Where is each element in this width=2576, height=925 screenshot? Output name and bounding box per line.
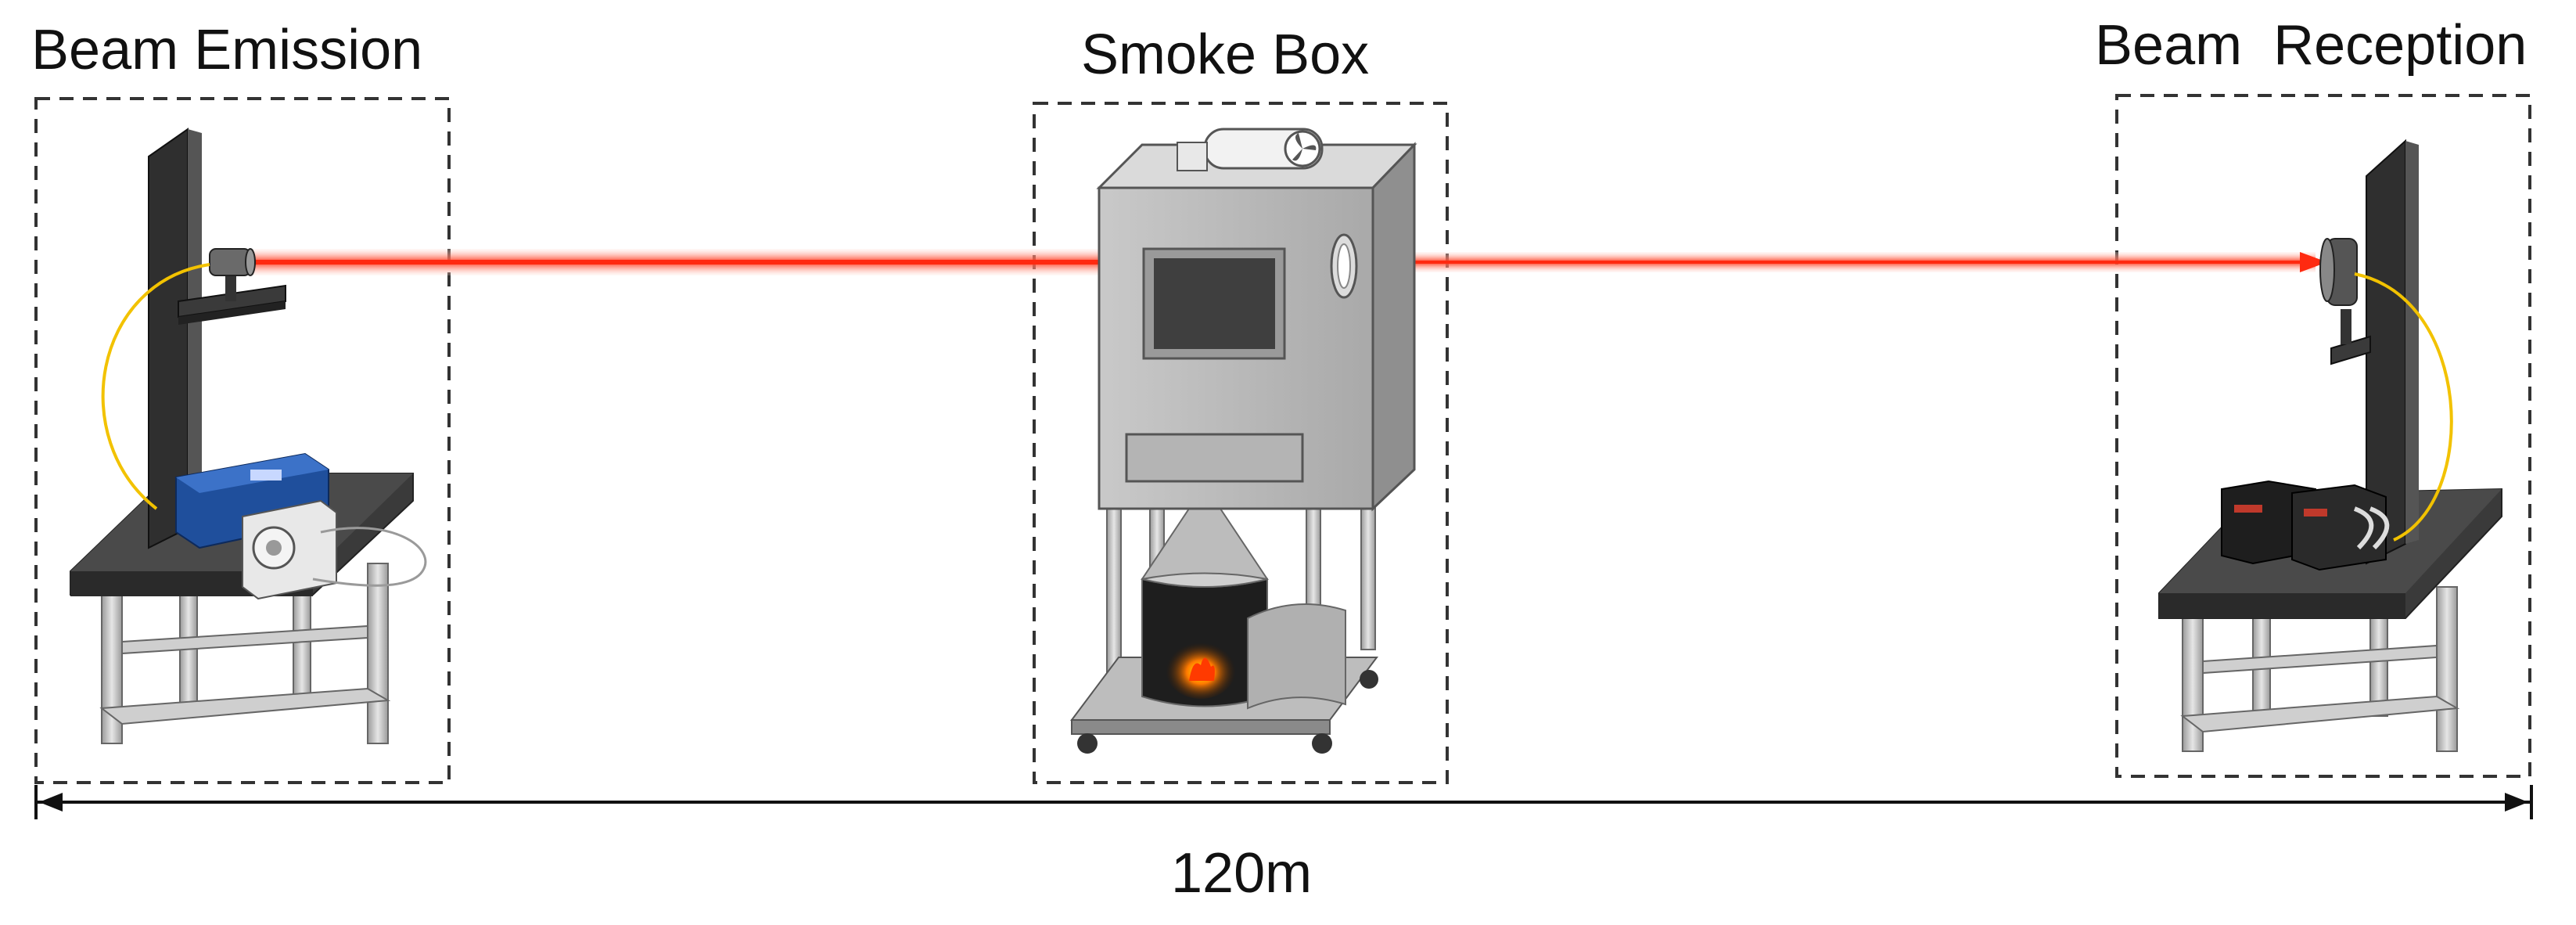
pump-device [242, 499, 427, 600]
fan-icon [1284, 130, 1321, 167]
laser-beam [250, 249, 2327, 275]
beam-emission-label: Beam Emission [31, 19, 423, 81]
reception-group-box [2115, 94, 2531, 778]
reception-stand [2330, 139, 2419, 565]
emission-group-box [34, 97, 451, 784]
smoke-box-label: Smoke Box [1081, 23, 1370, 86]
laser-emitter-icon [209, 248, 256, 276]
emission-stand [148, 128, 286, 549]
distance-dimension [34, 785, 2533, 819]
optical-power-meter-icon [2221, 480, 2390, 571]
reception-cable [2354, 272, 2453, 542]
beam-reception-label: Beam Reception [2095, 14, 2527, 77]
smoke-box-group-box [1033, 102, 1449, 784]
receiver-sensor-icon [2319, 238, 2358, 306]
distance-label: 120m [1171, 842, 1313, 905]
flame-icon [1166, 639, 1236, 699]
smoke-box [1070, 142, 1417, 754]
emission-cable [101, 263, 210, 510]
